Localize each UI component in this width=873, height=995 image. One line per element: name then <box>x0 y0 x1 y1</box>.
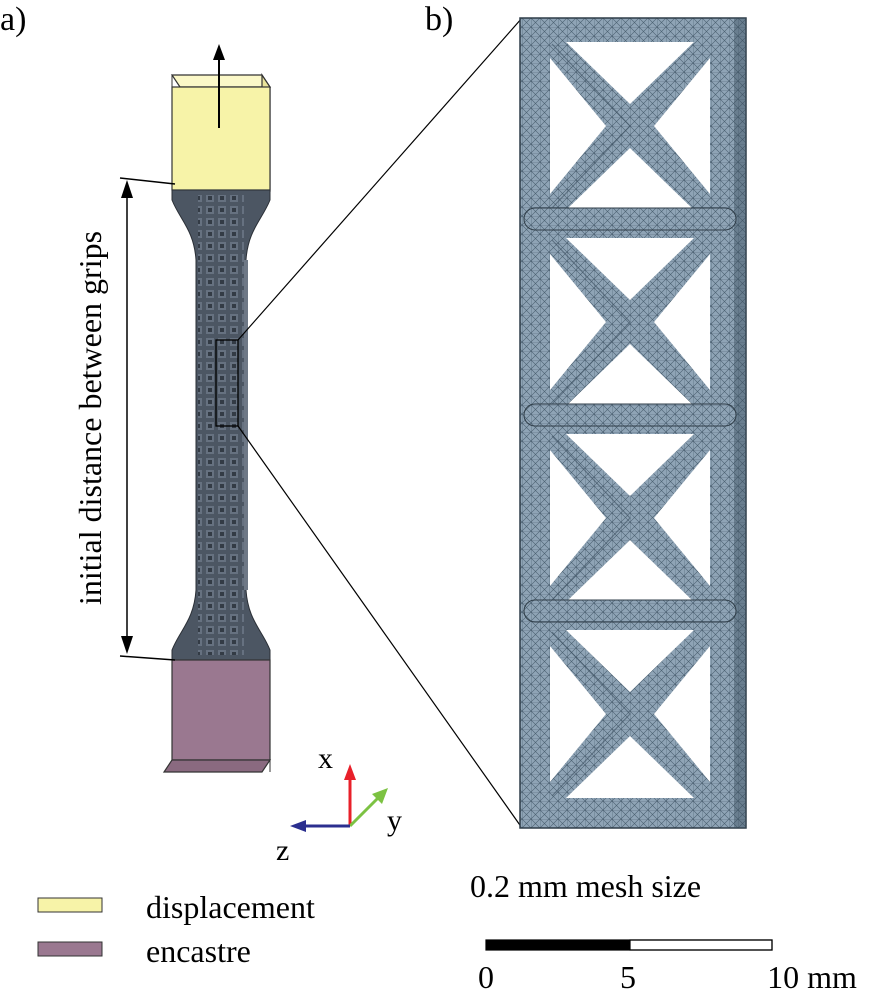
mesh-strut <box>523 207 737 231</box>
scale-tick-10: 10 mm <box>767 959 857 995</box>
mesh-unit-cell <box>523 238 737 427</box>
mesh-opening <box>566 630 694 692</box>
zoom-leader-bottom <box>237 425 523 829</box>
mesh-opening <box>550 450 606 586</box>
mesh-opening <box>550 646 606 782</box>
specimen <box>162 44 272 773</box>
mesh-opening <box>550 254 606 390</box>
mesh-opening <box>654 450 710 586</box>
mesh-strut <box>523 403 737 427</box>
scale-bar-black-segment <box>486 940 630 950</box>
mesh-edge <box>551 239 631 405</box>
mesh-opening <box>550 58 606 194</box>
legend-label-displacement: displacement <box>146 889 315 925</box>
mesh-unit-cell <box>523 42 737 231</box>
mesh-opening <box>566 344 694 406</box>
mesh-opening <box>566 148 694 210</box>
bottom-grip <box>162 659 272 773</box>
mesh-detail <box>519 17 747 829</box>
mesh-edge <box>551 435 631 601</box>
displacement-arrow <box>213 44 225 128</box>
mesh-opening <box>654 646 710 782</box>
mesh-opening <box>654 58 710 194</box>
axes-triad: x y z <box>276 742 402 867</box>
mesh-unit-cells <box>523 42 737 798</box>
mesh-strut <box>523 599 737 623</box>
panel-label-a: a) <box>0 1 26 38</box>
mesh-size-caption: 0.2 mm mesh size <box>470 868 701 904</box>
scale-bar-white-segment <box>629 939 773 951</box>
y-axis-label: y <box>387 804 402 837</box>
panel-label-b: b) <box>425 1 453 38</box>
mesh-edge <box>551 43 631 209</box>
mesh-opening <box>566 540 694 602</box>
scale-bar: 0 5 10 mm <box>478 939 857 995</box>
mesh-opening <box>566 736 694 798</box>
y-axis-arrow <box>348 794 382 828</box>
lattice-region <box>198 195 244 655</box>
legend-swatch-encastre <box>37 941 103 957</box>
mesh-opening <box>566 238 694 300</box>
scale-tick-0: 0 <box>478 959 494 995</box>
mesh-opening <box>654 254 710 390</box>
legend: displacement encastre <box>37 889 315 969</box>
grip-distance-label: initial distance between grips <box>72 231 108 605</box>
mesh-edge <box>551 631 631 797</box>
mesh-unit-cell <box>523 434 737 623</box>
legend-swatch-displacement <box>37 897 103 913</box>
zoom-leader-top <box>237 17 523 341</box>
scale-tick-5: 5 <box>620 959 636 995</box>
z-axis-label: z <box>276 834 289 867</box>
mesh-opening <box>566 434 694 496</box>
mesh-unit-cell <box>550 630 710 798</box>
top-grip <box>170 73 272 192</box>
zoom-region-box <box>215 339 239 427</box>
legend-label-encastre: encastre <box>146 933 251 969</box>
x-axis-label: x <box>318 742 333 775</box>
mesh-opening <box>566 42 694 104</box>
grip-distance-dimension <box>119 177 176 661</box>
